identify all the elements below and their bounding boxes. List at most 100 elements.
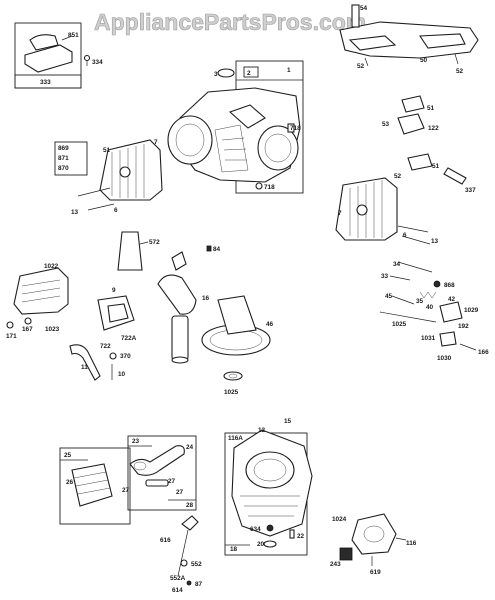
- label-3: 3: [214, 71, 218, 78]
- governor-arm-616[interactable]: [177, 515, 199, 577]
- label-15: 15: [284, 418, 292, 425]
- label-1: 1: [287, 67, 291, 74]
- label-1030: 1030: [437, 355, 452, 362]
- label-27b: 27: [168, 478, 176, 485]
- washer-167[interactable]: [24, 317, 32, 325]
- control-1031[interactable]: [439, 331, 457, 347]
- pin-370[interactable]: [109, 352, 117, 360]
- short-block-assembly[interactable]: [167, 60, 304, 194]
- fitting-116[interactable]: [395, 537, 407, 541]
- spark-plug-337[interactable]: [443, 167, 467, 185]
- wrist-pin-27[interactable]: [145, 479, 169, 487]
- cylinder-head-2[interactable]: [335, 177, 398, 241]
- governor-bracket-inset[interactable]: [14, 22, 82, 89]
- boot-572[interactable]: [117, 231, 149, 271]
- rod-34[interactable]: [397, 261, 433, 273]
- label-116: 116: [406, 540, 417, 547]
- label-34: 34: [393, 261, 401, 268]
- screw-33[interactable]: [389, 275, 411, 281]
- clip-868[interactable]: [433, 280, 441, 288]
- nut-171[interactable]: [6, 321, 14, 329]
- label-46: 46: [266, 321, 274, 328]
- label-619: 619: [370, 569, 381, 576]
- label-167: 167: [22, 326, 33, 333]
- label-42: 42: [448, 296, 456, 303]
- mount-bracket-9[interactable]: [97, 295, 135, 331]
- label-35: 35: [416, 298, 424, 305]
- bolt-22[interactable]: [289, 529, 295, 539]
- label-52b: 52: [456, 68, 464, 75]
- connecting-rod-24[interactable]: [129, 445, 185, 476]
- label-45: 45: [385, 293, 393, 300]
- washer-20[interactable]: [263, 540, 277, 548]
- label-552a: 552A: [170, 575, 186, 582]
- pin-87[interactable]: [186, 580, 192, 586]
- label-52c: 52: [394, 173, 402, 180]
- gasket-51-lower[interactable]: [407, 153, 433, 171]
- screw-334[interactable]: [83, 54, 91, 67]
- label-1023: 1023: [45, 326, 60, 333]
- label-87: 87: [195, 581, 203, 588]
- label-27a: 27: [122, 487, 130, 494]
- lever-45[interactable]: [391, 295, 415, 305]
- plug-718-bottom[interactable]: [255, 182, 263, 190]
- block-243[interactable]: [339, 547, 353, 561]
- label-1024: 1024: [332, 516, 347, 523]
- label-851: 851: [68, 32, 79, 39]
- label-11: 11: [81, 364, 88, 371]
- label-634: 634: [250, 526, 261, 533]
- label-1031: 1031: [421, 335, 436, 342]
- cylinder-head-1[interactable]: [99, 139, 163, 201]
- seal-634[interactable]: [266, 524, 274, 532]
- label-370: 370: [120, 353, 131, 360]
- label-722: 722: [100, 343, 111, 350]
- label-552: 552: [191, 561, 202, 568]
- dipstick-tube-11[interactable]: [69, 344, 101, 381]
- label-192: 192: [458, 323, 469, 330]
- label-27c: 27: [176, 489, 184, 496]
- air-cleaner-1022[interactable]: [13, 267, 69, 315]
- nut-552[interactable]: [180, 559, 188, 567]
- gasket-51-upper[interactable]: [401, 95, 425, 113]
- kit-list-box-left: [54, 141, 88, 176]
- plug-718-top[interactable]: [287, 123, 295, 133]
- label-26a: 26: [66, 479, 74, 486]
- seal-1025-lower[interactable]: [223, 371, 243, 381]
- label-334: 334: [92, 59, 103, 66]
- label-51b: 51: [432, 163, 440, 170]
- label-54: 54: [360, 5, 368, 12]
- crankshaft-16[interactable]: [157, 251, 197, 364]
- label-9: 9: [112, 287, 116, 294]
- piston-kit-box[interactable]: [59, 447, 131, 525]
- spring-35[interactable]: [419, 291, 437, 299]
- label-52a: 52: [357, 63, 365, 70]
- label-13a: 13: [71, 209, 79, 216]
- screw-84[interactable]: [206, 245, 212, 252]
- camshaft-gear-46[interactable]: [201, 295, 271, 356]
- label-24: 24: [186, 444, 194, 451]
- kit-box-2[interactable]: [243, 66, 259, 78]
- label-33: 33: [381, 273, 389, 280]
- oil-filter-adapter-1024[interactable]: [351, 513, 397, 555]
- piston-26[interactable]: [71, 463, 113, 507]
- label-25: 25: [64, 452, 72, 459]
- head-bolts-left[interactable]: [77, 187, 115, 211]
- label-870: 870: [58, 165, 69, 172]
- link-rod-1025[interactable]: [379, 311, 437, 323]
- label-13b: 13: [431, 238, 439, 245]
- label-10: 10: [118, 371, 126, 378]
- adapter-122[interactable]: [397, 113, 425, 135]
- crankcase-cover-12[interactable]: [224, 429, 313, 556]
- block-ring-3[interactable]: [217, 68, 235, 78]
- intake-manifold[interactable]: [339, 4, 479, 67]
- label-868: 868: [444, 282, 455, 289]
- screw-166[interactable]: [459, 343, 477, 351]
- bracket-1029[interactable]: [439, 301, 463, 323]
- head-bolts-right[interactable]: [397, 225, 431, 245]
- label-23: 23: [132, 438, 140, 445]
- label-869: 869: [58, 145, 69, 152]
- label-1025: 1025: [224, 389, 239, 396]
- connecting-rod-box[interactable]: [127, 435, 197, 511]
- label-6b: 6: [403, 232, 407, 239]
